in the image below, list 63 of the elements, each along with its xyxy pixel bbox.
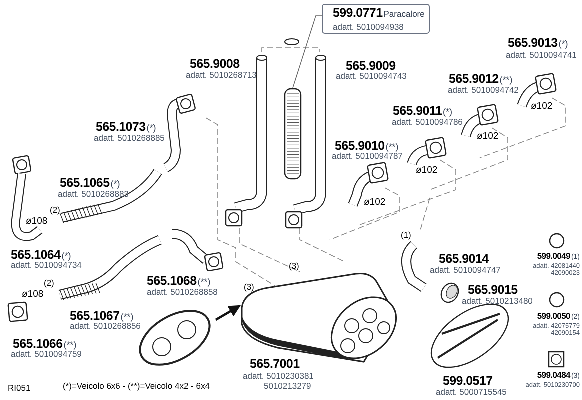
part-number: 565.9009 — [346, 60, 396, 72]
diameter-label: ø102 — [416, 166, 438, 176]
variant-mark: (*) — [558, 40, 568, 49]
part-number: 565.9014 — [439, 253, 489, 266]
callout-box — [322, 4, 430, 34]
note-mark: (2) — [50, 206, 60, 214]
part-description: Paracalore — [384, 10, 425, 18]
reference-code: adatt. 5010094786 — [392, 118, 463, 126]
arrow — [215, 304, 242, 322]
diameter-label: ø102 — [364, 198, 386, 208]
reference-code: adatt. 5010268885 — [94, 134, 165, 142]
diameter-label: ø108 — [26, 217, 48, 226]
variant-mark: (*) — [443, 108, 453, 117]
note-mark: (2) — [44, 279, 54, 288]
diameter-label: ø108 — [22, 290, 44, 300]
part-number: 599.0771 — [333, 7, 383, 20]
part-number: 565.1067 — [70, 310, 120, 322]
leader-line — [292, 16, 322, 88]
part-number: 565.9008 — [190, 58, 240, 70]
reference-code: adatt. 5010094734 — [11, 261, 82, 270]
note-mark: RI051 — [8, 384, 31, 392]
part-number: 565.1073 — [96, 121, 146, 134]
part-number: 599.0050 — [537, 312, 570, 320]
part-number: 565.1068 — [147, 275, 197, 288]
reference-code: adatt. 5010094938 — [333, 22, 405, 31]
reference-code: adatt. 5010094759 — [11, 350, 82, 358]
part-number: 565.9012 — [449, 73, 499, 86]
reference-code: adatt. 5010094743 — [336, 72, 407, 80]
footnote: (*)=Veicolo 6x6 - (**)=Veicolo 4x2 - 6x4 — [63, 382, 210, 390]
note-mark: (3) — [244, 283, 254, 292]
variant-mark: (**) — [500, 76, 513, 85]
reference-code: adatt. 5010094787 — [332, 152, 403, 160]
variant-mark: (**) — [198, 278, 211, 287]
part-number: 565.1066 — [13, 338, 63, 350]
part-number: 599.0517 — [443, 375, 493, 388]
reference-code: adatt. 5010094742 — [448, 86, 519, 94]
variant-mark: (*) — [146, 124, 156, 133]
part-number: 565.9015 — [468, 284, 518, 296]
reference-code: adatt. 5010094747 — [430, 266, 501, 274]
reference-code: adatt. 5010268883 — [58, 190, 129, 198]
part-number: 599.0484 — [537, 371, 570, 380]
part-number: 565.1064 — [11, 249, 61, 262]
reference-code: adatt. 5010268856 — [70, 322, 141, 330]
part-number: 565.1065 — [60, 177, 110, 190]
variant-mark: (**) — [386, 143, 399, 152]
reference-code: adatt. 5010230381 — [243, 372, 314, 380]
reference-code: adatt. 5010268858 — [147, 288, 218, 296]
diameter-label: ø102 — [531, 102, 553, 112]
variant-mark: (**) — [64, 341, 77, 350]
part-number: 565.9013 — [508, 37, 558, 50]
reference-code: 5010213279 — [264, 382, 312, 390]
variant-mark: (*) — [62, 252, 72, 261]
part-number: 565.9011 — [393, 105, 442, 118]
variant-mark: (*) — [110, 180, 120, 189]
reference-code: adatt. 5010213480 — [462, 297, 533, 306]
part-number: 565.9010 — [335, 140, 385, 152]
reference-code: adatt. 5010094741 — [506, 51, 577, 60]
note-mark: (1) — [401, 231, 412, 240]
diameter-label: ø102 — [477, 132, 499, 142]
reference-code: adatt. 5000715545 — [436, 388, 507, 396]
part-number: 565.7001 — [250, 358, 300, 370]
heat-shield-drawing — [284, 88, 302, 180]
part-number: 599.0049 — [537, 252, 570, 260]
